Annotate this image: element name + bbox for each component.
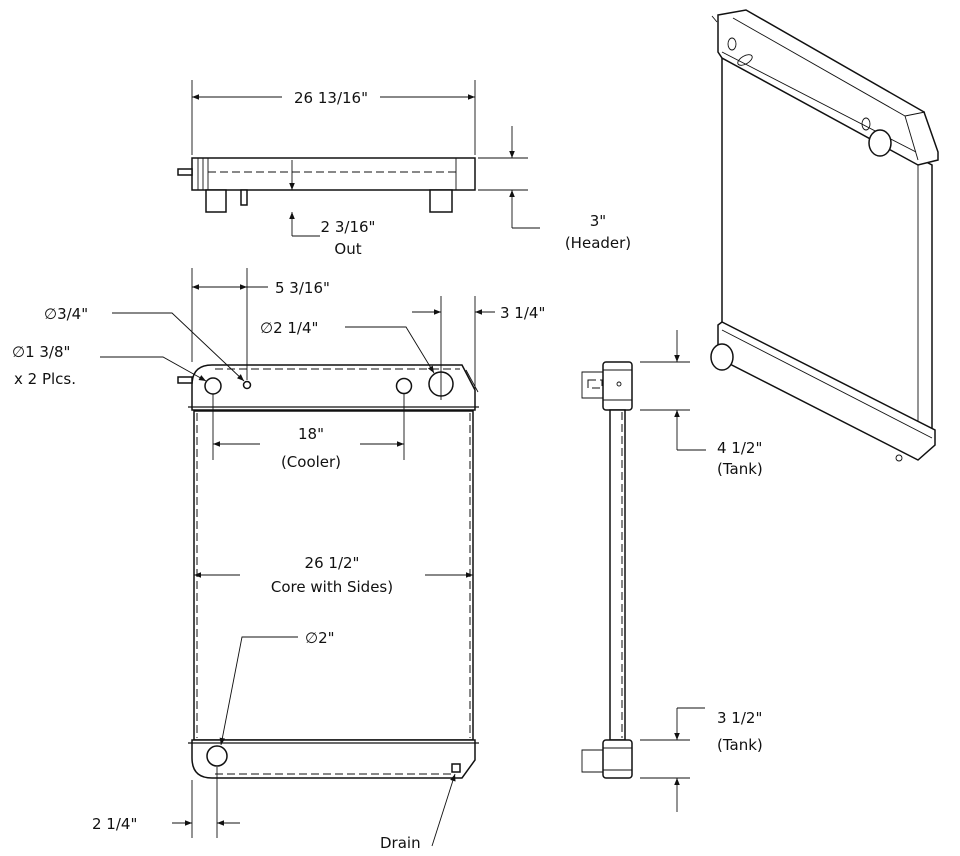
cooler-qty-label: x 2 Plcs. — [14, 370, 76, 388]
drain-label: Drain — [380, 834, 421, 852]
bottom-tank-dim: 3 1/2" — [717, 709, 762, 727]
vent-diameter-label: ∅3/4" — [44, 305, 88, 323]
header-tank-top — [191, 157, 476, 191]
inlet-diameter-label: ∅2 1/4" — [260, 319, 318, 337]
outlet-hole — [206, 745, 228, 767]
outlet-diameter-label: ∅2" — [305, 629, 335, 647]
iso-inlet-pipe — [868, 129, 892, 157]
vent-stub — [240, 189, 248, 206]
cooler-port-hole — [204, 377, 222, 395]
header-label: (Header) — [565, 234, 631, 252]
iso-outlet-pipe — [710, 343, 734, 371]
side-bottom-tank — [602, 739, 633, 779]
overall-width-dim: 26 13/16" — [294, 89, 368, 107]
top-view: 26 13/16" 3" (Header) 2 3/16" Out — [177, 80, 631, 258]
side-view: 4 1/2" (Tank) 3 1/2" (Tank) — [581, 330, 763, 812]
outlet-offset-dim: 2 3/16" — [321, 218, 376, 236]
side-top-tank — [602, 361, 633, 411]
outlet-foot — [205, 189, 227, 213]
header-depth-dim: 3" — [590, 212, 606, 230]
pipe-stub — [177, 168, 193, 176]
outlet-foot — [429, 189, 453, 213]
core-width-dim: 26 1/2" — [305, 554, 360, 572]
side-core — [609, 409, 626, 741]
bottom-tank — [191, 739, 476, 779]
pipe-stub — [177, 376, 193, 384]
bottom-tank-label: (Tank) — [717, 736, 763, 754]
iso-drain — [895, 454, 903, 462]
top-tank-dim: 4 1/2" — [717, 439, 762, 457]
cooler-spacing-dim: 18" — [298, 425, 324, 443]
cooler-label: (Cooler) — [281, 453, 341, 471]
front-view: 5 3/16" 3 1/4" ∅3/4" ∅2 1/4" ∅1 3/8" x 2… — [12, 268, 545, 852]
outlet-label: Out — [334, 240, 361, 258]
vent-offset-dim: 5 3/16" — [275, 279, 330, 297]
cooler-port-hole — [395, 377, 413, 395]
outlet-offset-dim: 2 1/4" — [92, 815, 137, 833]
drain-plug — [451, 763, 461, 773]
core-label: Core with Sides) — [271, 578, 393, 596]
vent-hole — [242, 380, 252, 390]
cooler-diameter-label: ∅1 3/8" — [12, 343, 70, 361]
isometric-view — [710, 9, 939, 462]
iso-top-tank — [717, 9, 939, 166]
inlet-offset-dim: 3 1/4" — [500, 304, 545, 322]
top-tank-label: (Tank) — [717, 460, 763, 478]
